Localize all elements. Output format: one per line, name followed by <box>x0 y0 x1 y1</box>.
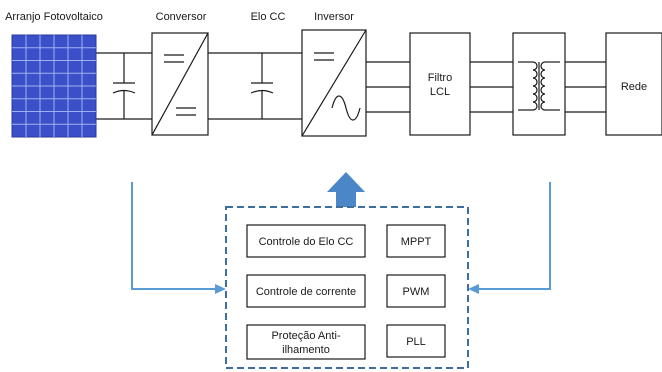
pv-array-label: Arranjo Fotovoltaico <box>5 11 103 23</box>
pll-label: PLL <box>406 336 426 348</box>
transformer-block <box>512 32 566 136</box>
pwm-label: PWM <box>403 286 430 298</box>
mppt-box <box>386 224 446 258</box>
control-system-frame <box>225 206 469 369</box>
mppt-label: MPPT <box>401 236 432 248</box>
current-control-box <box>246 274 366 308</box>
current-control-label: Controle de corrente <box>256 286 356 298</box>
converter-block <box>151 32 209 136</box>
anti-islanding-box <box>246 324 366 360</box>
pwm-box <box>386 274 446 308</box>
filter-label-line1: Filtro <box>428 72 452 84</box>
filter-label-line2: LCL <box>430 86 450 98</box>
pll-box <box>386 324 446 358</box>
right-feedback-arrowhead-icon <box>468 284 479 294</box>
inverter-block <box>301 29 367 137</box>
dc-link-control-label: Controle do Elo CC <box>259 236 354 248</box>
power-wires <box>96 52 606 120</box>
control-output-arrow-icon <box>327 172 365 207</box>
grid-label: Rede <box>621 81 647 93</box>
dc-link-control-box <box>246 224 366 258</box>
pv-panel-icon <box>11 34 97 138</box>
grid-block: Rede <box>605 32 662 136</box>
left-feedback-line <box>131 182 216 290</box>
anti-islanding-label-line2: ilhamento <box>282 344 330 356</box>
feedback-arrows <box>131 172 551 294</box>
left-feedback-arrowhead-icon <box>215 284 226 294</box>
dc-link-label: Elo CC <box>251 11 286 23</box>
sine-wave-icon <box>331 95 361 121</box>
anti-islanding-label-line1: Proteção Anti- <box>271 330 340 342</box>
right-feedback-line <box>478 182 551 290</box>
lcl-filter-block: Filtro LCL <box>409 32 471 136</box>
control-blocks: Controle do Elo CC MPPT Controle de corr… <box>246 224 446 360</box>
inverter-label: Inversor <box>314 11 354 23</box>
converter-label: Conversor <box>156 11 207 23</box>
pv-capacitor-icon <box>112 53 136 119</box>
transformer-icon <box>518 61 560 111</box>
dc-link-capacitor-icon <box>250 53 274 119</box>
